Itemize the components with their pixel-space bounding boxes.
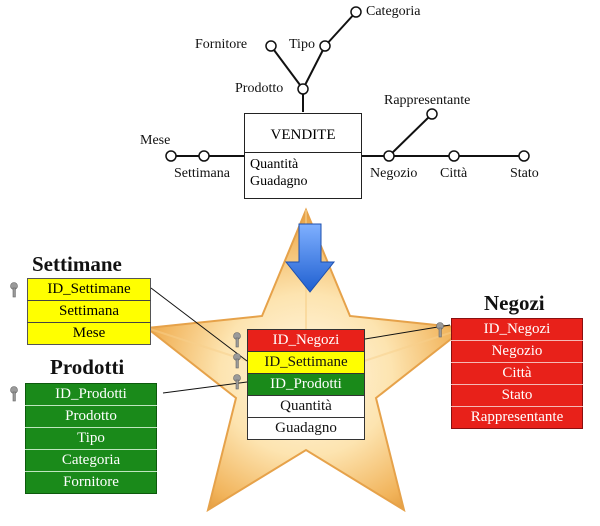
- negozi-table: ID_Negozi Negozio Città Stato Rappresent…: [451, 318, 583, 429]
- attr-rappresentante: Rappresentante: [384, 93, 471, 108]
- attr-stato: Stato: [510, 166, 539, 181]
- fact-box-vendite: VENDITE Quantità Guadagno: [244, 113, 362, 199]
- key-icon-prodotti: [10, 386, 18, 402]
- down-arrow: [284, 223, 336, 293]
- table-row: Settimana: [27, 300, 151, 323]
- settimane-cell-settimana: Settimana: [27, 300, 151, 323]
- attr-fornitore: Fornitore: [195, 37, 248, 52]
- table-row: Quantità: [247, 395, 365, 418]
- fact-measure-quantita: Quantità: [250, 157, 299, 172]
- settimane-cell-mese: Mese: [72, 325, 106, 341]
- attr-settimana: Settimana: [174, 166, 230, 181]
- prodotti-cell-tipo: Tipo: [25, 427, 157, 450]
- negozi-cell-negozio: Negozio: [451, 340, 583, 363]
- prodotti-title: Prodotti: [50, 355, 125, 379]
- table-row: ID_Settimane: [27, 278, 151, 301]
- table-row: ID_Prodotti: [247, 373, 365, 396]
- table-row: Tipo: [25, 427, 157, 450]
- prodotti-table: ID_Prodotti Prodotto Tipo Categoria Forn…: [25, 383, 157, 494]
- key-icon-fact-2: [233, 353, 241, 369]
- settimane-table: ID_Settimane Settimana Mese: [27, 278, 151, 345]
- key-icon-settimane: [10, 282, 18, 298]
- negozi-cell-citta: Città: [451, 362, 583, 385]
- table-row: ID_Negozi: [247, 329, 365, 352]
- attr-citta: Città: [440, 166, 468, 181]
- negozi-cell-stato: Stato: [451, 384, 583, 407]
- attr-negozio: Negozio: [370, 166, 418, 181]
- key-icon-negozi: [436, 322, 444, 338]
- table-row: Prodotto: [25, 405, 157, 428]
- key-icon-fact-3: [233, 374, 241, 390]
- fact-measure-guadagno: Guadagno: [250, 174, 308, 189]
- table-row: ID_Prodotti: [25, 383, 157, 406]
- table-row: Città: [451, 362, 583, 385]
- settimane-title: Settimane: [32, 252, 122, 276]
- negozi-title: Negozi: [484, 291, 545, 315]
- prodotti-cell-fornitore: Fornitore: [63, 474, 119, 490]
- table-row: ID_Settimane: [247, 351, 365, 374]
- table-row: Categoria: [25, 449, 157, 472]
- table-row: Rappresentante: [452, 407, 583, 429]
- fact-cell-id-negozi: ID_Negozi: [247, 329, 365, 352]
- table-row: Mese: [28, 323, 151, 345]
- fact-cell-id-settimane: ID_Settimane: [247, 351, 365, 374]
- negozi-cell-id: ID_Negozi: [451, 318, 583, 341]
- table-row: ID_Negozi: [451, 318, 583, 341]
- fact-table: ID_Negozi ID_Settimane ID_Prodotti Quant…: [247, 329, 365, 440]
- attr-tipo: Tipo: [289, 37, 315, 52]
- attr-prodotto: Prodotto: [235, 81, 284, 96]
- negozi-cell-rappresentante: Rappresentante: [470, 409, 564, 425]
- fact-name: VENDITE: [245, 114, 361, 153]
- table-row: Guadagno: [247, 417, 365, 440]
- fact-cell-id-prodotti: ID_Prodotti: [247, 373, 365, 396]
- table-row: Stato: [451, 384, 583, 407]
- prodotti-cell-id: ID_Prodotti: [25, 383, 157, 406]
- prodotti-cell-prodotto: Prodotto: [25, 405, 157, 428]
- fact-cell-guadagno: Guadagno: [247, 417, 365, 440]
- attr-mese: Mese: [140, 133, 171, 148]
- table-row: Fornitore: [26, 472, 157, 494]
- fact-cell-quantita: Quantità: [247, 395, 365, 418]
- table-row: Negozio: [451, 340, 583, 363]
- attr-categoria: Categoria: [366, 4, 421, 19]
- key-icon-fact-1: [233, 332, 241, 348]
- settimane-cell-id: ID_Settimane: [27, 278, 151, 301]
- prodotti-cell-categoria: Categoria: [25, 449, 157, 472]
